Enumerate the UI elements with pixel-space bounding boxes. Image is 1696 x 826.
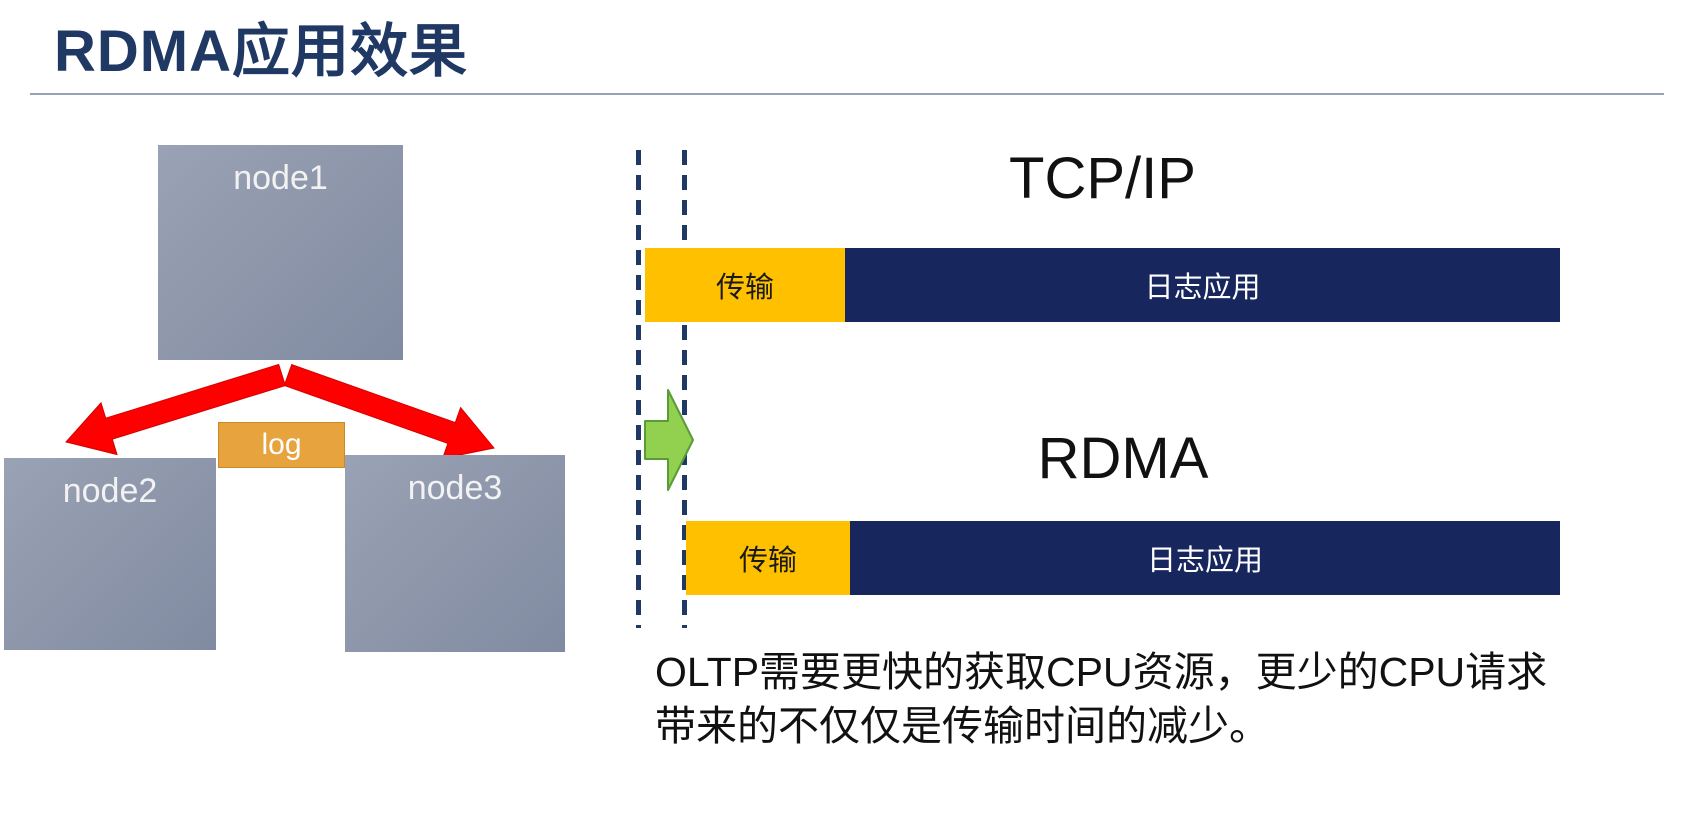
slide-title: RDMA应用效果	[54, 19, 468, 84]
rdma-bar: 传输 日志应用	[686, 521, 1560, 595]
start-dashed-line-2	[682, 150, 687, 628]
start-dashed-line-1	[636, 150, 641, 628]
node1-box: node1	[158, 145, 403, 360]
tcpip-transfer-label: 传输	[715, 272, 774, 304]
node3-box: node3	[345, 455, 565, 652]
rdma-title: RDMA	[1037, 426, 1209, 491]
node3-label: node3	[407, 469, 503, 507]
tcpip-title: TCP/IP	[1009, 146, 1196, 211]
node1-label: node1	[233, 159, 328, 197]
log-label: log	[261, 428, 302, 461]
cluster-diagram: node1 log node2 node3	[0, 130, 580, 670]
tcpip-app-label: 日志应用	[1144, 272, 1261, 304]
rdma-app-segment: 日志应用	[850, 521, 1560, 595]
log-box: log	[218, 422, 345, 468]
compare-arrow-icon	[644, 389, 694, 491]
tcpip-app-segment: 日志应用	[845, 248, 1560, 322]
node2-box: node2	[4, 458, 216, 650]
tcpip-transfer-segment: 传输	[645, 248, 845, 322]
caption-text: OLTP需要更快的获取CPU资源，更少的CPU请求带来的不仅仅是传输时间的减少。	[655, 649, 1548, 750]
tcpip-bar: 传输 日志应用	[645, 248, 1560, 322]
node2-label: node2	[62, 472, 158, 510]
rdma-transfer-segment: 传输	[686, 521, 850, 595]
rdma-app-label: 日志应用	[1146, 545, 1263, 577]
rdma-transfer-label: 传输	[738, 545, 797, 577]
title-divider	[30, 93, 1664, 95]
